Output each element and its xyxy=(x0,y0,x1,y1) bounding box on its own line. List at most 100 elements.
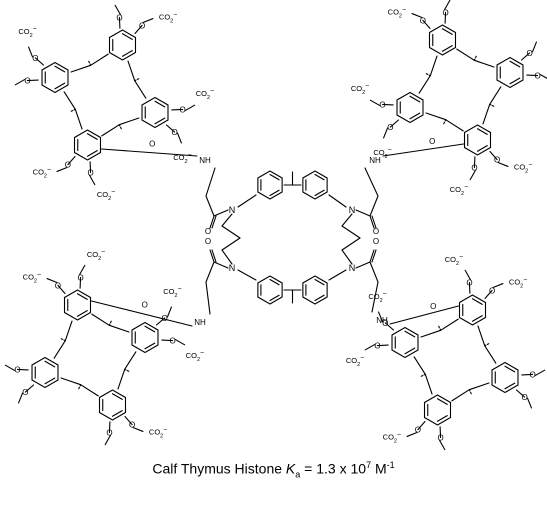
aryl-ring xyxy=(496,56,524,89)
carbonyl-bond xyxy=(371,249,377,263)
carboxylate-label: CO2− xyxy=(33,166,51,180)
linker-oxygen: O xyxy=(142,301,148,310)
double-bond xyxy=(314,278,325,286)
double-bond xyxy=(121,50,133,57)
bridge-bond xyxy=(424,373,433,395)
bridge-bond xyxy=(134,80,147,99)
stereo-bond xyxy=(425,73,431,77)
double-bond xyxy=(504,365,516,373)
alkyl-bond xyxy=(221,249,233,265)
ether-bond xyxy=(67,155,76,166)
caption-prefix: Calf Thymus Histone xyxy=(152,460,286,477)
carboxylate-label: CO2− xyxy=(186,350,204,364)
nh-label: NH xyxy=(194,318,206,327)
stereo-bond xyxy=(420,373,426,377)
carbonyl-bond xyxy=(369,215,375,229)
co-label: CO xyxy=(450,185,461,194)
ether-bond xyxy=(176,132,182,144)
charge-sign: − xyxy=(101,249,105,256)
amide-bond xyxy=(213,209,229,217)
ether-bond xyxy=(389,119,400,128)
ether-bond xyxy=(124,415,133,426)
aryl-ring xyxy=(428,24,457,56)
charge-sign: − xyxy=(388,147,392,154)
oxygen-atom: O xyxy=(77,273,83,282)
ether-bond xyxy=(174,339,186,346)
co2-subscript: 2 xyxy=(456,261,459,267)
ether-bond xyxy=(378,311,384,323)
carboxylate-label: CO2− xyxy=(373,147,391,161)
co2-subscript: 2 xyxy=(525,168,528,174)
double-bond xyxy=(269,189,280,197)
ether-bond xyxy=(497,161,509,167)
ether-bond xyxy=(422,19,431,30)
nitrogen-atom: N xyxy=(349,263,356,273)
co-label: CO xyxy=(509,278,520,287)
oxygen-atom: O xyxy=(172,128,178,137)
double-bond xyxy=(54,65,66,73)
co2-subscript: 2 xyxy=(44,173,47,179)
double-bond xyxy=(314,173,325,181)
carboxylate-label: CO2− xyxy=(97,188,115,202)
linker-bond xyxy=(90,300,193,327)
alkyl-bond xyxy=(341,225,361,239)
propyl-bond xyxy=(205,261,215,283)
oxygen-atom: O xyxy=(437,434,443,443)
charge-sign: − xyxy=(523,276,527,283)
oxygen-atom: O xyxy=(106,429,112,438)
charge-sign: − xyxy=(210,87,214,94)
ether-bond xyxy=(383,127,389,139)
caption-unit: M xyxy=(371,460,387,477)
oxygen-atom: O xyxy=(374,342,380,351)
bridge-bond xyxy=(63,91,76,110)
propyl-bond xyxy=(205,281,211,315)
oxygen-atom: O xyxy=(65,161,71,170)
propyl-bond xyxy=(369,195,379,217)
oxygen-atom: O xyxy=(489,286,495,295)
co-label: CO xyxy=(373,148,384,157)
aryl-ring xyxy=(491,361,519,394)
propyl-bond xyxy=(369,261,379,283)
oxygen-atom: O xyxy=(14,365,20,374)
co2-subscript: 2 xyxy=(385,154,388,160)
co2-subscript: 2 xyxy=(160,433,163,439)
co-label: CO xyxy=(383,432,394,441)
co-label: CO xyxy=(33,167,44,176)
bridge-bond xyxy=(456,48,475,61)
charge-sign: − xyxy=(178,285,182,292)
double-bond xyxy=(509,77,521,85)
ether-bond xyxy=(406,431,418,437)
double-bond xyxy=(471,298,483,305)
stereo-bond xyxy=(88,60,92,66)
co-label: CO xyxy=(87,250,98,259)
oxygen-atom: O xyxy=(382,319,388,328)
co2-subscript: 2 xyxy=(30,33,33,39)
bridge-bond xyxy=(108,324,130,333)
double-bond xyxy=(409,95,421,103)
carboxylate-label: CO2− xyxy=(509,276,527,290)
aryl-ring xyxy=(141,96,169,129)
bridge-bond xyxy=(468,382,490,391)
propyl-bond xyxy=(364,167,379,197)
oxygen-atom: O xyxy=(415,426,421,435)
carboxylate-label: CO2− xyxy=(445,254,463,268)
stereo-bond xyxy=(489,103,495,107)
co-label: CO xyxy=(18,27,29,36)
carboxylate-label: CO2− xyxy=(196,87,214,101)
amide-bond xyxy=(213,261,229,269)
co2-subscript: 2 xyxy=(394,438,397,444)
oxygen-atom: O xyxy=(522,393,528,402)
oxygen-atom: O xyxy=(129,421,135,430)
stereo-bond xyxy=(124,368,130,372)
carbonyl-bond xyxy=(369,249,375,263)
aryl-ring xyxy=(391,326,419,359)
double-bond xyxy=(441,45,453,52)
stereo-bond xyxy=(473,55,477,61)
ether-bond xyxy=(515,389,526,398)
aryl-ring xyxy=(423,394,452,426)
carboxylate-label: CO2− xyxy=(514,161,532,175)
bridge-bond xyxy=(80,384,99,397)
double-bond xyxy=(314,189,325,197)
double-bond xyxy=(269,173,280,181)
bridge-bond xyxy=(473,59,495,68)
